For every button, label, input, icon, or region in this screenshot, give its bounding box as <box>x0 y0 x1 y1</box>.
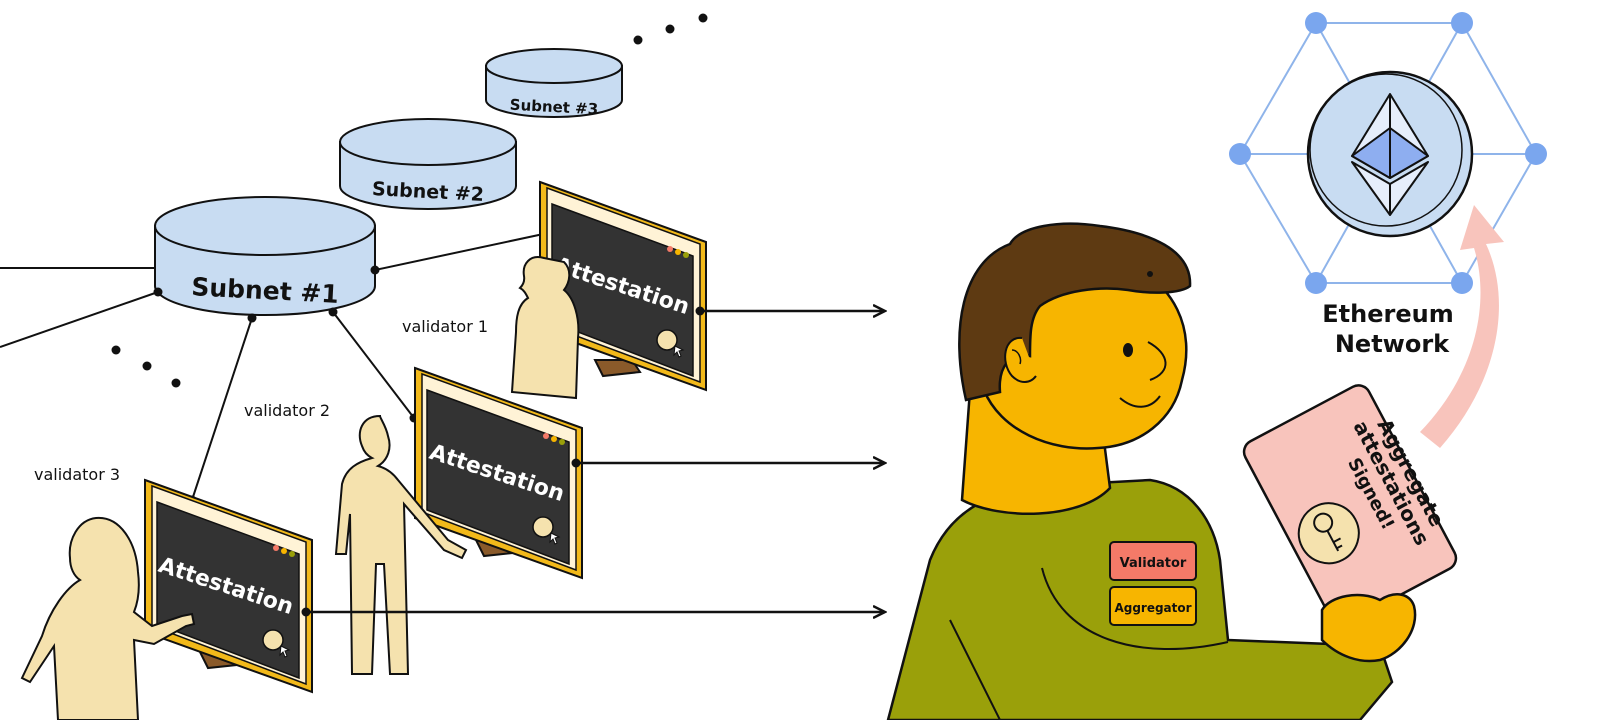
validator-2-label: validator 2 <box>244 401 330 420</box>
signed-card: Aggregate attestations Signed! <box>1242 384 1458 626</box>
ellipsis-dots-top <box>633 13 708 45</box>
network-label-line2: Network <box>1335 330 1450 358</box>
ethereum-logo-icon <box>1351 93 1429 216</box>
cursor-icon <box>279 645 291 658</box>
validator-2-person <box>334 414 468 675</box>
validator-badge: Validator <box>1109 541 1197 581</box>
validator-badge-label: Validator <box>1120 556 1187 571</box>
submit-arrow <box>1420 205 1504 448</box>
key-icon <box>262 629 284 651</box>
validator-3-person <box>20 516 196 720</box>
subnet-3: Subnet #3 <box>485 48 623 119</box>
validator-3-label: validator 3 <box>34 465 120 484</box>
key-icon <box>656 329 678 351</box>
subnet-3-label: Subnet #3 <box>509 96 598 119</box>
ethereum-network: Ethereum Network <box>1229 12 1547 358</box>
network-label-line1: Ethereum <box>1322 300 1453 328</box>
cursor-icon <box>549 532 561 545</box>
network-links <box>0 232 549 501</box>
key-icon <box>532 516 554 538</box>
aggregator-hand <box>1320 593 1417 663</box>
aggregator-badge: Aggregator <box>1109 586 1197 626</box>
subnet-1: Subnet #1 <box>154 196 376 316</box>
monitor-2: Attestation <box>414 366 583 580</box>
subnet-2: Subnet #2 <box>339 118 517 210</box>
key-icon <box>1313 512 1343 552</box>
validator-1-person <box>510 256 580 400</box>
ellipsis-dots-left <box>111 345 181 388</box>
validator-1-label: validator 1 <box>402 317 488 336</box>
cursor-icon <box>673 345 685 358</box>
monitor-3: Attestation <box>144 478 313 694</box>
aggregator-badge-label: Aggregator <box>1114 601 1191 615</box>
